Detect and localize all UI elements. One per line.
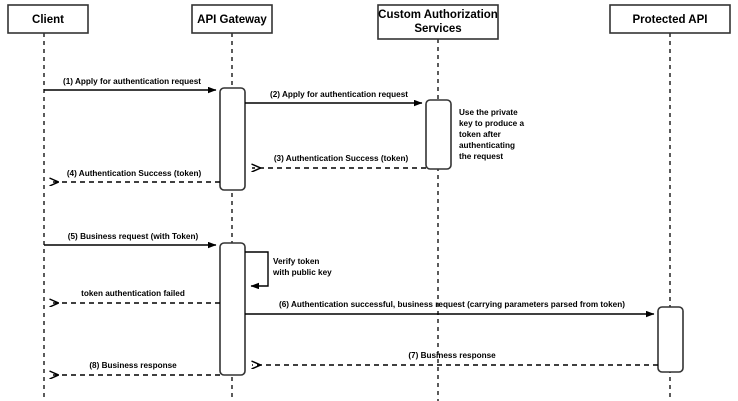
activation-bars-group	[219, 87, 684, 376]
activation-bar-custom-authorization-services[interactable]	[425, 99, 452, 170]
participant-protected-api[interactable]: Protected API	[609, 4, 731, 34]
note-verify-token-line-2: with public key	[272, 268, 332, 277]
note-private-key-line-3: token after	[459, 130, 502, 139]
message-3-authentication-success-token[interactable]: (3) Authentication Success (token)	[252, 154, 426, 168]
participant-label-custom-authorization-services-line1: Custom Authorization	[378, 9, 498, 21]
message-2-apply-for-authentication-request[interactable]: (2) Apply for authentication request	[245, 90, 423, 107]
participant-client[interactable]: Client	[7, 4, 89, 34]
message-7-business-response[interactable]: (7) Business response	[252, 351, 658, 365]
message-8-business-response[interactable]: (8) Business response	[50, 361, 220, 375]
participant-label-client: Client	[32, 14, 64, 26]
message-token-authentication-failed-label: token authentication failed	[81, 289, 185, 298]
message-5-business-request-with-token[interactable]: (5) Business request (with Token)	[44, 232, 217, 249]
message-1-label: (1) Apply for authentication request	[63, 77, 201, 86]
participant-label-protected-api: Protected API	[633, 14, 708, 26]
participant-box-protected-api[interactable]	[609, 4, 731, 34]
participant-label-custom-authorization-services-line2: Services	[414, 23, 461, 35]
message-2-label: (2) Apply for authentication request	[270, 90, 408, 99]
participant-api-gateway[interactable]: API Gateway	[191, 4, 273, 34]
message-6-label: (6) Authentication successful, business …	[279, 300, 625, 309]
lifelines-group	[43, 33, 671, 401]
message-3-label: (3) Authentication Success (token)	[274, 154, 409, 163]
message-7-label: (7) Business response	[408, 351, 496, 360]
message-self-verify-token-arrow	[245, 251, 269, 290]
message-4-authentication-success-token[interactable]: (4) Authentication Success (token)	[50, 169, 220, 182]
note-private-key-line-4: authenticating	[459, 141, 515, 150]
participant-label-api-gateway: API Gateway	[197, 14, 267, 26]
activation-bar-api-gateway-business[interactable]	[219, 242, 246, 376]
participant-custom-authorization-services[interactable]: Custom Authorization Services	[377, 4, 499, 40]
participant-box-api-gateway[interactable]	[191, 4, 273, 34]
note-private-key-line-2: key to produce a	[459, 119, 525, 128]
message-1-apply-for-authentication-request[interactable]: (1) Apply for authentication request	[44, 77, 217, 94]
activation-bar-protected-api[interactable]	[657, 306, 684, 373]
note-private-key-line-5: the request	[459, 152, 503, 161]
note-private-key-line-1: Use the private	[459, 108, 518, 117]
participant-box-client[interactable]	[7, 4, 89, 34]
note-private-key: Use the private key to produce a token a…	[459, 108, 525, 161]
message-5-label: (5) Business request (with Token)	[68, 232, 199, 241]
message-6-authentication-successful-business-request[interactable]: (6) Authentication successful, business …	[245, 300, 655, 318]
message-4-label: (4) Authentication Success (token)	[67, 169, 202, 178]
message-token-authentication-failed[interactable]: token authentication failed	[50, 289, 220, 303]
activation-bar-api-gateway-auth[interactable]	[219, 87, 246, 191]
participant-box-custom-authorization-services[interactable]	[377, 4, 499, 40]
message-self-verify-token[interactable]: Verify token with public key	[245, 251, 332, 290]
note-verify-token-line-1: Verify token	[273, 257, 319, 266]
message-8-label: (8) Business response	[89, 361, 177, 370]
